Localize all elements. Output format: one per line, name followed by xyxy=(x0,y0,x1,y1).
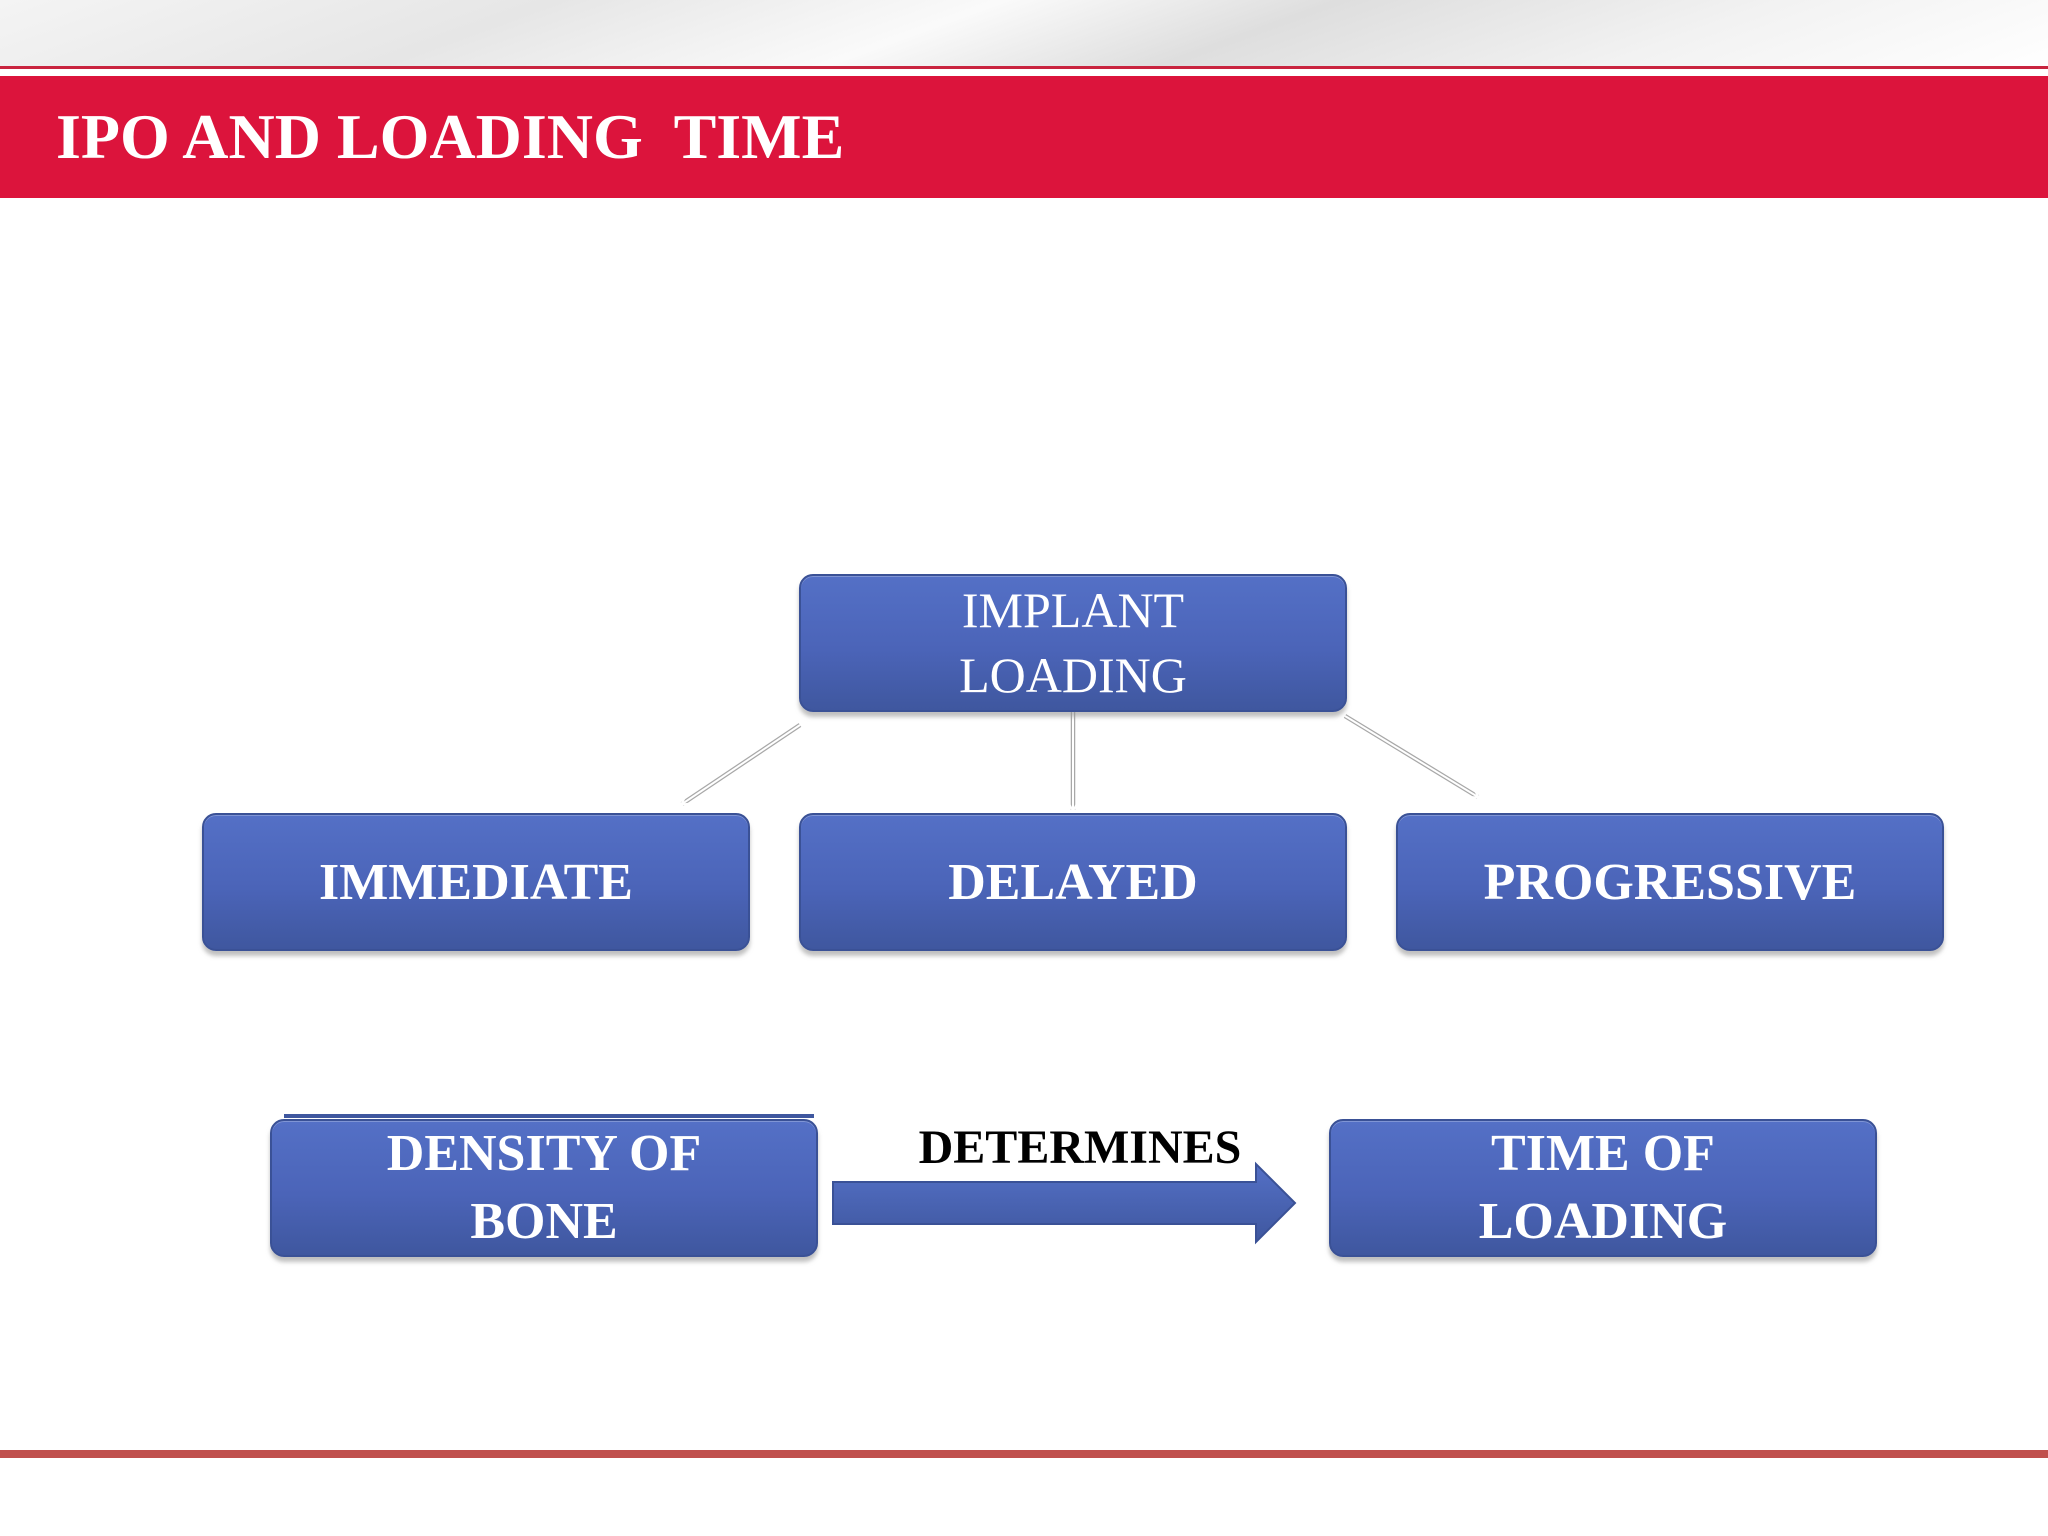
progressive-label: PROGRESSIVE xyxy=(1483,853,1857,911)
delayed-node: DELAYED xyxy=(799,813,1347,951)
slide-title: IPO AND LOADING TIME xyxy=(56,101,845,172)
implant-loading-node: IMPLANT LOADING xyxy=(799,574,1347,712)
connector-root-to-progressive xyxy=(1343,714,1478,799)
implant-loading-label: IMPLANT LOADING xyxy=(959,582,1187,703)
footer-divider xyxy=(0,1450,2048,1458)
determines-label: DETERMINES xyxy=(918,1121,1242,1174)
immediate-label: IMMEDIATE xyxy=(319,853,633,911)
time-of-loading-node: TIME OF LOADING xyxy=(1329,1119,1877,1257)
determines-arrow xyxy=(832,1161,1297,1245)
immediate-node: IMMEDIATE xyxy=(202,813,750,951)
title-band: IPO AND LOADING TIME xyxy=(0,76,2048,198)
progressive-node: PROGRESSIVE xyxy=(1396,813,1944,951)
header-decoration xyxy=(0,0,2048,68)
density-of-bone-label: DENSITY OF BONE xyxy=(386,1125,702,1250)
density-node-top-line xyxy=(284,1114,814,1118)
header-divider xyxy=(0,66,2048,69)
time-of-loading-label: TIME OF LOADING xyxy=(1478,1125,1728,1250)
density-of-bone-node: DENSITY OF BONE xyxy=(270,1119,818,1257)
delayed-label: DELAYED xyxy=(948,853,1198,911)
connector-root-to-immediate xyxy=(682,723,802,806)
